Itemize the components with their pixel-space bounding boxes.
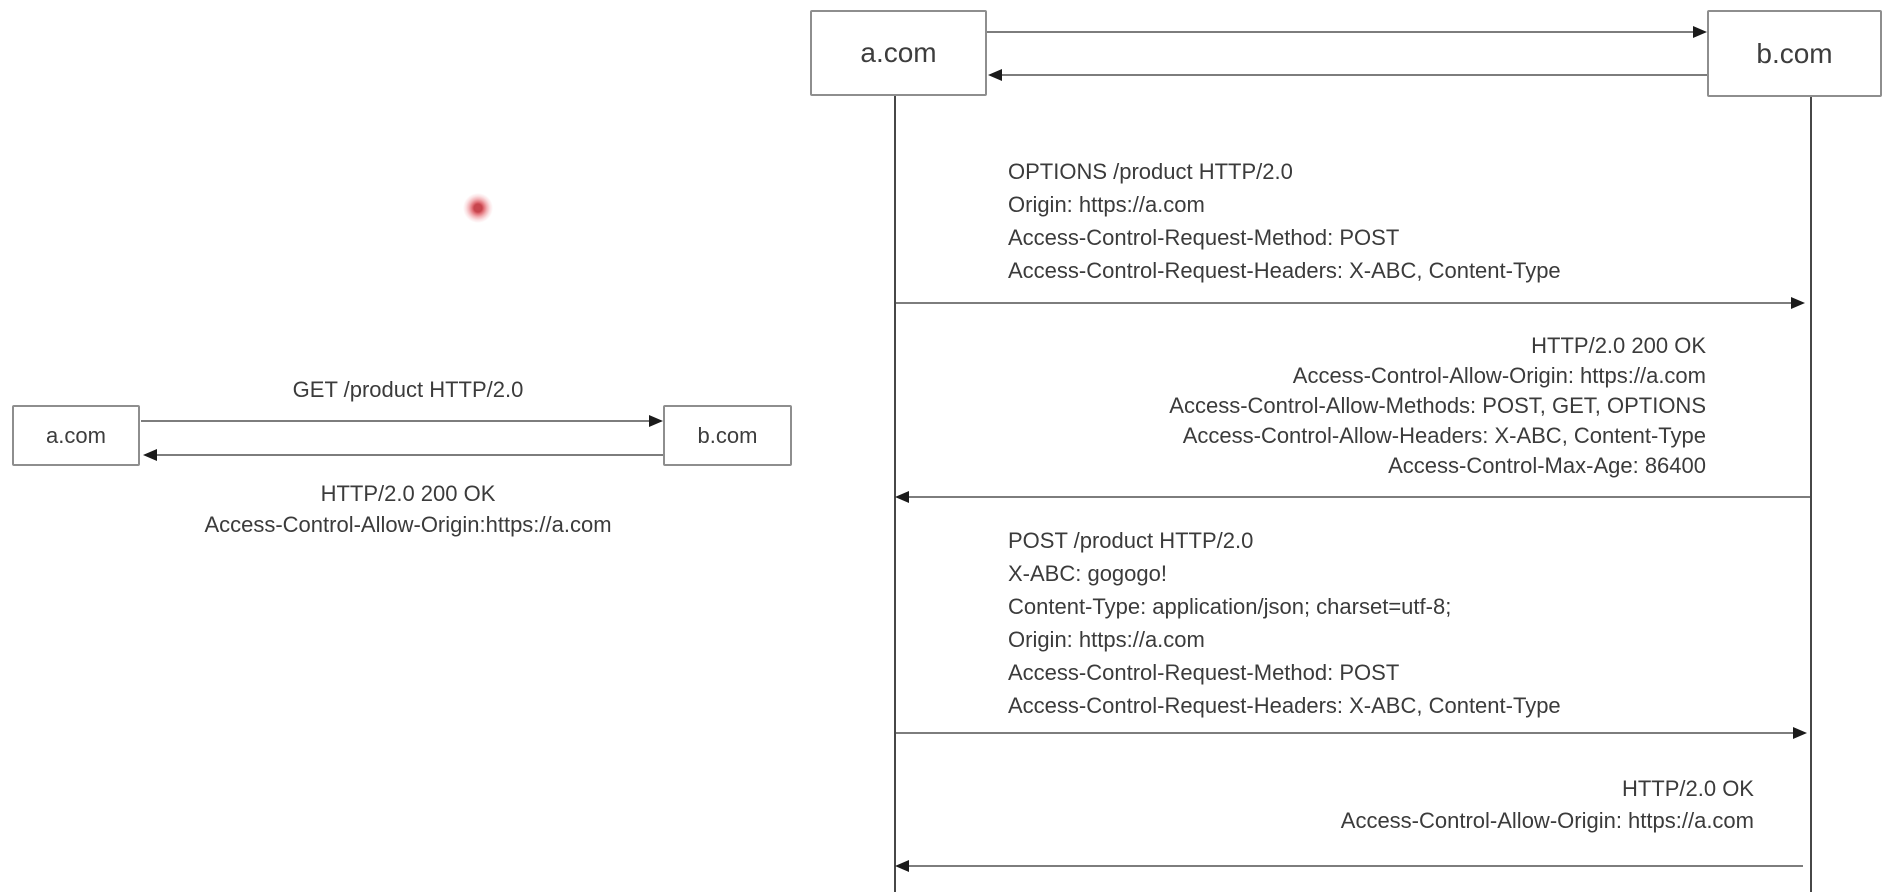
main-request-arrow-line	[896, 732, 1794, 734]
preflight-response-arrowhead-icon	[895, 491, 909, 503]
main-request-line: Access-Control-Request-Headers: X-ABC, C…	[1008, 693, 1561, 718]
get-response-line: HTTP/2.0 200 OK	[320, 481, 496, 506]
top-request-arrowhead-icon	[1693, 26, 1707, 38]
main-response-arrow-line	[909, 865, 1803, 867]
get-request-arrowhead-icon	[649, 415, 663, 427]
get-request-label: GET /product HTTP/2.0	[292, 377, 524, 402]
laser-pointer-dot	[462, 192, 494, 224]
get-response-line: Access-Control-Allow-Origin:https://a.co…	[204, 512, 612, 537]
preflight-request-line: OPTIONS /product HTTP/2.0	[1008, 159, 1293, 184]
left-client-box-a: a.com	[12, 405, 140, 466]
preflight-request-arrow-line	[896, 302, 1792, 304]
left-server-box-b: b.com	[663, 405, 792, 466]
main-request-line: Content-Type: application/json; charset=…	[1008, 594, 1452, 619]
seq-client-box-a: a.com	[810, 10, 987, 96]
top-response-arrow-line	[1002, 74, 1707, 76]
top-response-arrowhead-icon	[988, 69, 1002, 81]
main-response-line: HTTP/2.0 OK	[1621, 776, 1754, 801]
get-request-arrow-line	[141, 420, 651, 422]
main-response-line: Access-Control-Allow-Origin: https://a.c…	[1340, 808, 1754, 833]
main-request-line: POST /product HTTP/2.0	[1008, 528, 1254, 553]
get-response-arrow-line	[157, 454, 663, 456]
server-lifeline	[1810, 97, 1812, 892]
top-request-arrow-line	[987, 31, 1695, 33]
preflight-response-line: Access-Control-Allow-Origin: https://a.c…	[1292, 363, 1706, 388]
preflight-response-line: HTTP/2.0 200 OK	[1531, 333, 1706, 358]
preflight-request-line: Access-Control-Request-Headers: X-ABC, C…	[1008, 258, 1561, 283]
main-request-line: X-ABC: gogogo!	[1008, 561, 1167, 586]
preflight-response-line: Access-Control-Allow-Methods: POST, GET,…	[1169, 393, 1706, 418]
get-response-arrowhead-icon	[143, 449, 157, 461]
main-response-arrowhead-icon	[895, 860, 909, 872]
main-request-line: Origin: https://a.com	[1008, 627, 1205, 652]
seq-server-box-b: b.com	[1707, 10, 1882, 97]
preflight-response-line: Access-Control-Allow-Headers: X-ABC, Con…	[1182, 423, 1706, 448]
preflight-request-arrowhead-icon	[1791, 297, 1805, 309]
preflight-response-arrow-line	[909, 496, 1810, 498]
main-request-line: Access-Control-Request-Method: POST	[1008, 660, 1400, 685]
preflight-request-line: Origin: https://a.com	[1008, 192, 1205, 217]
main-request-arrowhead-icon	[1793, 727, 1807, 739]
preflight-response-line: Access-Control-Max-Age: 86400	[1388, 453, 1706, 478]
preflight-request-line: Access-Control-Request-Method: POST	[1008, 225, 1400, 250]
